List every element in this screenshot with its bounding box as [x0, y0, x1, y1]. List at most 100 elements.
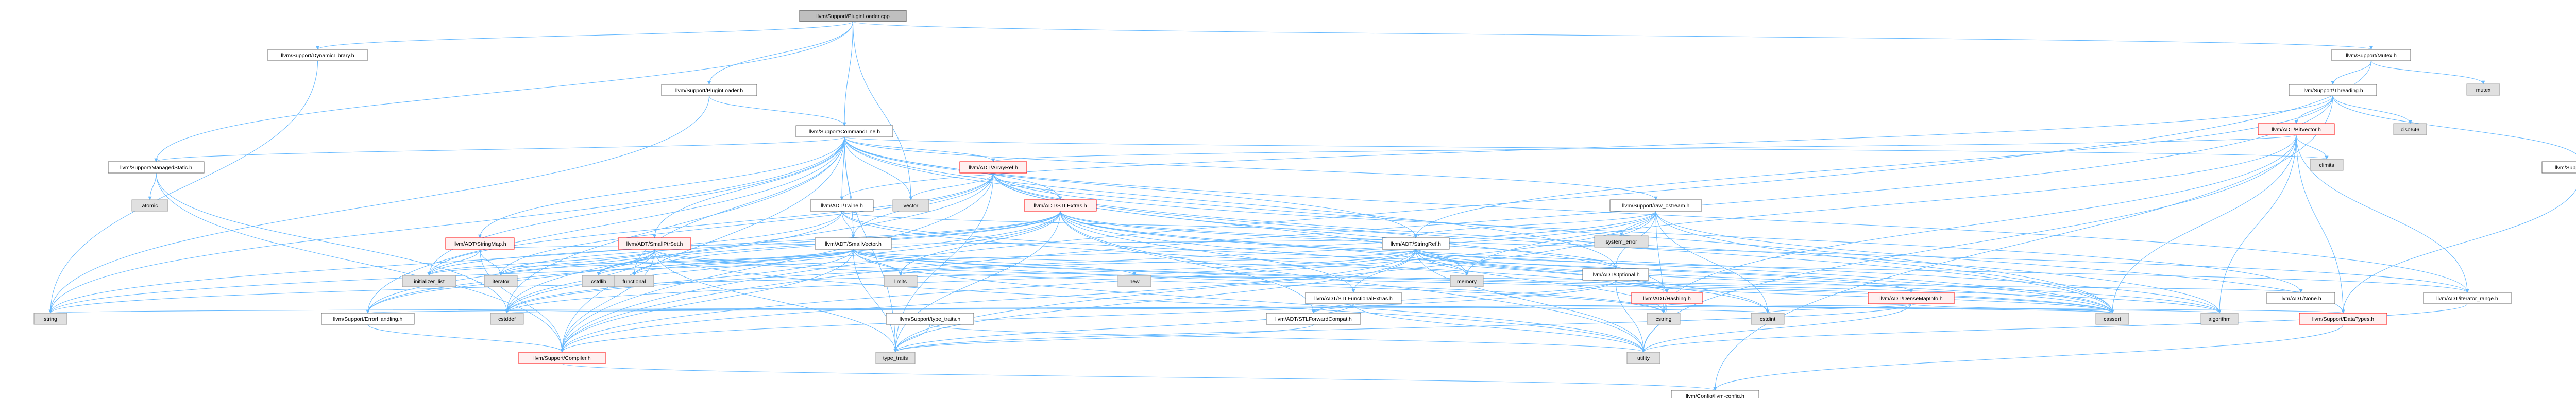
- edge-arrayref-to-memory: [993, 172, 1469, 276]
- node-llvm-adt-bitvector-h[interactable]: llvm/ADT/BitVector.h: [2258, 123, 2335, 135]
- edge-bitvector-to-cassert: [2110, 134, 2297, 314]
- node-llvm-adt-arrayref-h[interactable]: llvm/ADT/ArrayRef.h: [959, 161, 1027, 174]
- edge-bitvector-to-datatypes: [2296, 134, 2345, 314]
- node-llvm-adt-iterator-range-h[interactable]: llvm/ADT/iterator_range.h: [2423, 292, 2512, 304]
- node-utility: utility: [1626, 352, 1660, 364]
- edge-iterator_range-to-utility: [1641, 303, 2468, 353]
- edge-bitvector-to-iterator_range: [2296, 134, 2469, 293]
- edge-bitvector-to-utility: [1641, 134, 2297, 353]
- edges-layer: [48, 21, 2576, 391]
- node-label: cstdint: [1760, 316, 1775, 322]
- node-box: [2258, 123, 2335, 135]
- edge-densemapinfo-to-cassert: [1911, 303, 2114, 314]
- node-box: [490, 313, 524, 325]
- node-llvm-adt-stlforwardcompat-h[interactable]: llvm/ADT/STLForwardCompat.h: [1266, 313, 1361, 325]
- node-llvm-support-mutex-h[interactable]: llvm/Support/Mutex.h: [2331, 49, 2411, 61]
- edge-root-to-pluginloader: [707, 21, 853, 85]
- node-box: [1671, 390, 1759, 398]
- node-llvm-support-raw-ostream-h[interactable]: llvm/Support/raw_ostream.h: [1609, 199, 1702, 212]
- node-llvm-support-dynamiclibrary-h[interactable]: llvm/Support/DynamicLibrary.h: [267, 49, 368, 61]
- node-llvm-adt-densemapinfo-h[interactable]: llvm/ADT/DenseMapInfo.h: [1868, 292, 1955, 304]
- node-string: string: [33, 313, 67, 325]
- node-llvm-adt-none-h[interactable]: llvm/ADT/None.h: [2266, 292, 2335, 304]
- edge-smallvector-to-cstdlib: [597, 249, 854, 276]
- node-llvm-support-compiler-h[interactable]: llvm/Support/Compiler.h: [518, 352, 606, 364]
- edge-bitvector-to-algorithm: [2217, 134, 2297, 314]
- node-llvm-support-pluginloader-cpp[interactable]: llvm/Support/PluginLoader.cpp: [799, 10, 907, 22]
- edge-hashing-to-cassert: [1667, 303, 2114, 314]
- edge-arrayref-to-vector: [909, 172, 994, 200]
- edge-threading-to-bitvector: [2294, 95, 2333, 124]
- edge-commandline-to-errorhandling: [366, 136, 845, 314]
- node-label: llvm/ADT/STLForwardCompat.h: [1275, 316, 1352, 322]
- edge-typetraits_h-to-type_traits: [893, 324, 930, 353]
- node-box: [884, 275, 918, 287]
- node-llvm-support-threading-h[interactable]: llvm/Support/Threading.h: [2289, 84, 2377, 96]
- node-label: cassert: [2104, 316, 2121, 322]
- edge-commandline-to-smallptrset: [653, 136, 845, 238]
- node-label: llvm/ADT/Optional.h: [1591, 272, 1640, 278]
- node-llvm-config-llvm-config-h[interactable]: llvm/Config/llvm-config.h: [1671, 390, 1759, 398]
- node-llvm-adt-stlfunctionalextras-h[interactable]: llvm/ADT/STLFunctionalExtras.h: [1305, 292, 1402, 304]
- edge-managedstatic-to-compiler: [156, 172, 564, 353]
- node-label: llvm/ADT/iterator_range.h: [2436, 296, 2498, 302]
- edge-smallptrset-to-cstdlib: [597, 249, 655, 276]
- node-box: [2541, 161, 2576, 174]
- edge-atomic_h-to-datatypes: [2341, 189, 2576, 314]
- edge-smallptrset-to-initializer_list: [427, 249, 655, 276]
- edge-root-to-dynlib: [316, 21, 853, 50]
- node-label: cstddef: [498, 316, 516, 322]
- edge-commandline-to-stringref: [844, 136, 1418, 238]
- edge-stlextras-to-optional: [1060, 211, 1618, 269]
- edge-commandline-to-vector: [844, 136, 913, 200]
- node-llvm-adt-stringref-h[interactable]: llvm/ADT/StringRef.h: [1382, 237, 1450, 250]
- node-cstdint: cstdint: [1751, 313, 1785, 325]
- node-label: llvm/Support/type_traits.h: [900, 316, 961, 322]
- node-label: algorithm: [2208, 316, 2230, 322]
- edge-hashing-to-string: [49, 303, 1667, 314]
- node-llvm-support-commandline-h[interactable]: llvm/Support/CommandLine.h: [795, 125, 893, 137]
- node-iterator: iterator: [484, 275, 518, 287]
- node-label: llvm/Support/DynamicLibrary.h: [281, 53, 354, 59]
- node-llvm-support-managedstatic-h[interactable]: llvm/Support/ManagedStatic.h: [108, 161, 205, 174]
- edge-smallptrset-to-iterator: [499, 249, 655, 276]
- edge-raw_ostream-to-compiler: [560, 211, 1656, 353]
- edge-commandline-to-arrayref: [844, 136, 995, 162]
- node-box: [518, 352, 606, 364]
- edge-densemapinfo-to-utility: [1641, 303, 1911, 353]
- node-llvm-support-type-traits-h[interactable]: llvm/Support/type_traits.h: [886, 313, 974, 325]
- node-llvm-adt-optional-h[interactable]: llvm/ADT/Optional.h: [1582, 268, 1649, 281]
- node-label: cstring: [1656, 316, 1672, 322]
- node-box: [2095, 313, 2129, 325]
- node-llvm-adt-twine-h[interactable]: llvm/ADT/Twine.h: [810, 199, 874, 212]
- node-llvm-adt-smallvector-h[interactable]: llvm/ADT/SmallVector.h: [815, 237, 892, 250]
- node-llvm-support-pluginloader-h[interactable]: llvm/Support/PluginLoader.h: [661, 84, 757, 96]
- node-box: [1024, 199, 1097, 212]
- node-type-traits: type_traits: [875, 352, 916, 364]
- edge-threading-to-twine: [840, 95, 2333, 200]
- node-box: [1450, 275, 1484, 287]
- edge-smallvector-to-iterator: [499, 249, 854, 276]
- edge-root-to-commandline: [842, 21, 853, 126]
- node-label: llvm/Support/ErrorHandling.h: [333, 316, 403, 322]
- node-box: [108, 161, 205, 174]
- node-box: [795, 125, 893, 137]
- edge-stringref-to-cstddef: [505, 249, 1416, 314]
- node-llvm-support-datatypes-h[interactable]: llvm/Support/DataTypes.h: [2299, 313, 2387, 325]
- edge-datatypes-to-llvmconfig: [1713, 324, 2344, 391]
- node-label: initializer_list: [414, 279, 445, 285]
- node-label: limits: [894, 279, 907, 285]
- node-box: [1609, 199, 1702, 212]
- node-box: [799, 10, 907, 22]
- node-llvm-adt-stringmap-h[interactable]: llvm/ADT/StringMap.h: [445, 237, 515, 250]
- node-llvm-adt-hashing-h[interactable]: llvm/ADT/Hashing.h: [1631, 292, 1703, 304]
- edge-smallvector-to-new: [853, 249, 1137, 276]
- edge-smallvector-to-cstring: [853, 249, 1666, 314]
- node-llvm-adt-smallptrset-h[interactable]: llvm/ADT/SmallPtrSet.h: [618, 237, 691, 250]
- node-llvm-adt-stlextras-h[interactable]: llvm/ADT/STLExtras.h: [1024, 199, 1097, 212]
- node-llvm-support-errorhandling-h[interactable]: llvm/Support/ErrorHandling.h: [321, 313, 415, 325]
- edge-stlextras-to-cstdint: [1060, 211, 1770, 314]
- edge-threading-to-stringref: [1414, 95, 2333, 238]
- node-llvm-support-atomic-h[interactable]: llvm/Support/Atomic.h: [2541, 161, 2576, 174]
- node-box: [2200, 313, 2239, 325]
